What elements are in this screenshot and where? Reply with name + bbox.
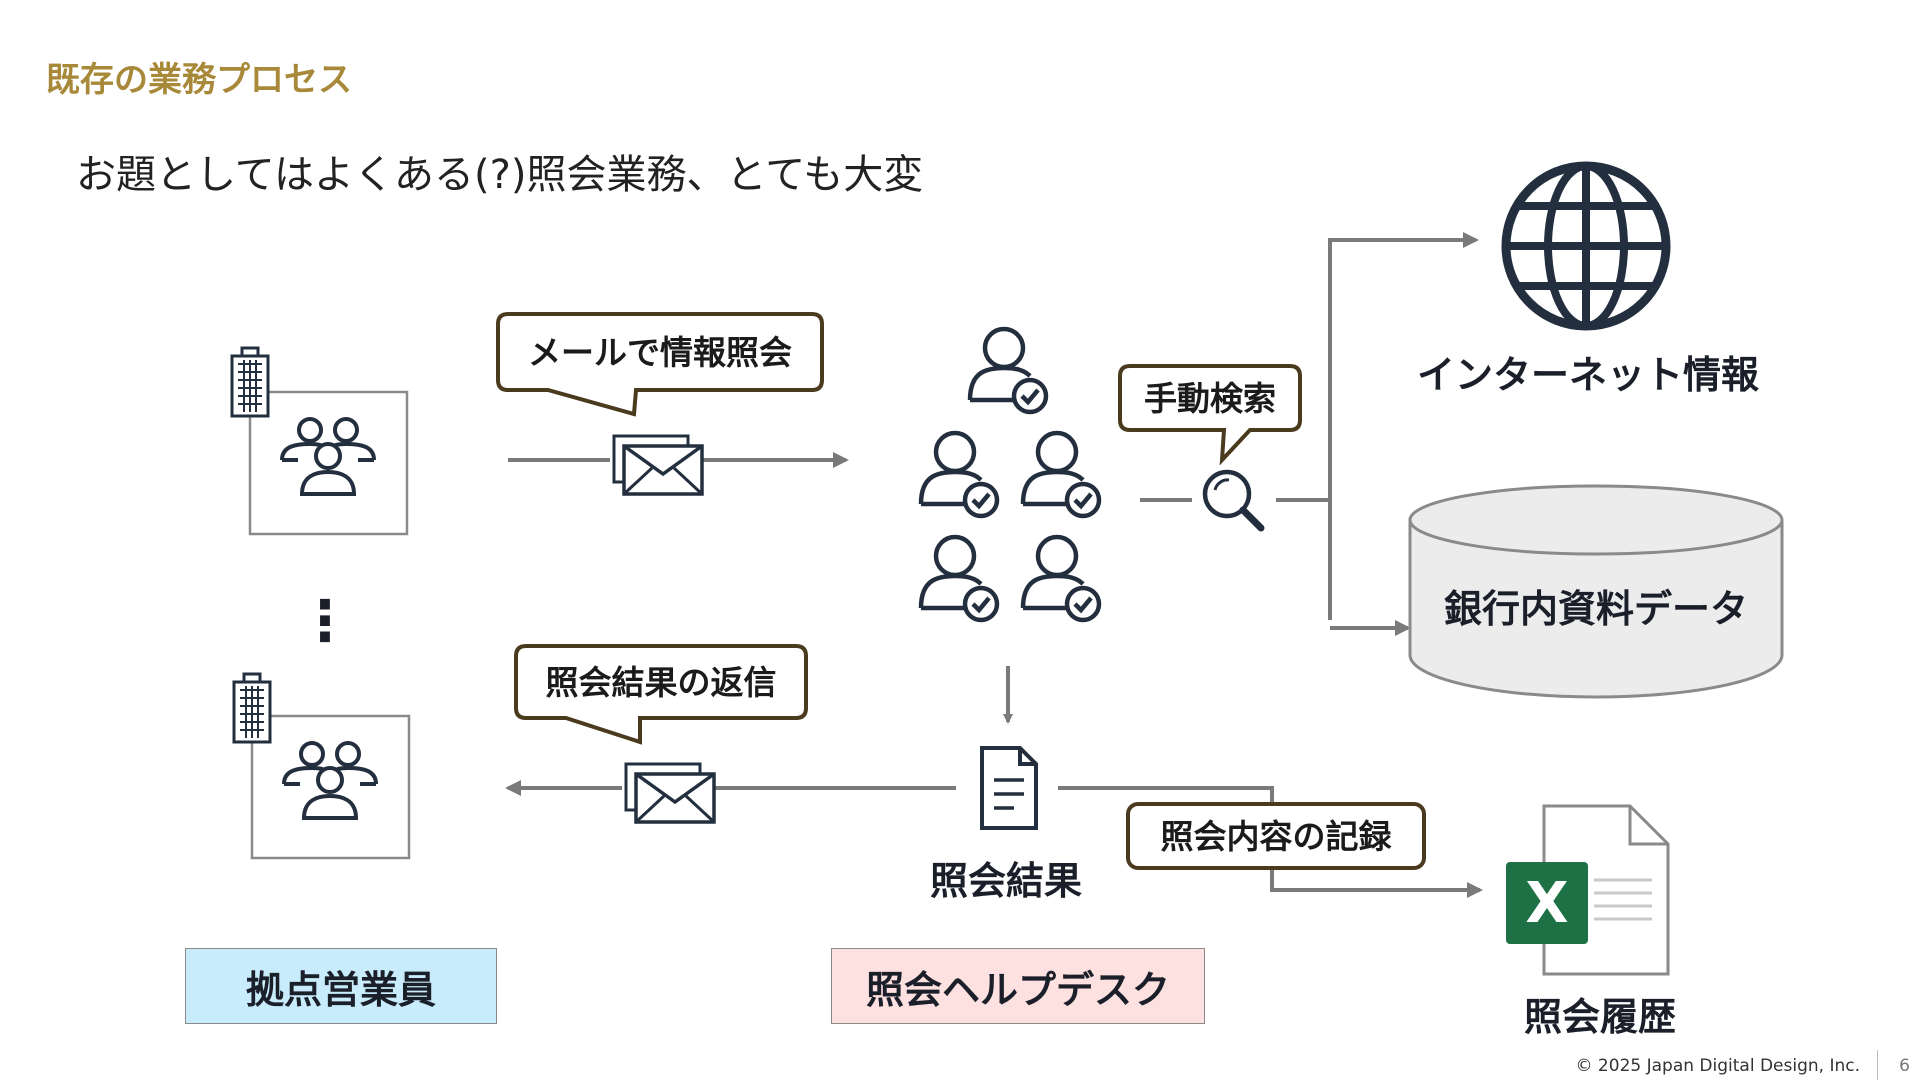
person-check-icon bbox=[1023, 433, 1099, 516]
mail-inquiry-flow bbox=[508, 434, 849, 496]
helpdesk-team bbox=[921, 329, 1099, 620]
bubble-record: 照会内容の記録 bbox=[1126, 802, 1426, 870]
building-icon bbox=[230, 346, 270, 418]
bubble-mail-inquiry: メールで情報照会 bbox=[496, 312, 824, 417]
globe-icon bbox=[1501, 161, 1671, 331]
role-sales-staff: 拠点営業員 bbox=[185, 948, 497, 1024]
magnifier-icon bbox=[1202, 469, 1265, 532]
internet-info-label: インターネット情報 bbox=[1417, 353, 1759, 397]
person-check-icon bbox=[921, 433, 997, 516]
reply-flow bbox=[505, 762, 956, 824]
building-icon bbox=[232, 672, 272, 744]
bubble-reply: 照会結果の返信 bbox=[514, 644, 808, 745]
bubble-reply-text: 照会結果の返信 bbox=[546, 663, 777, 702]
footer-divider bbox=[1877, 1050, 1878, 1080]
bubble-manual-search-text: 手動検索 bbox=[1144, 379, 1276, 418]
page-number: 6 bbox=[1899, 1056, 1910, 1076]
bubble-manual-search: 手動検索 bbox=[1118, 364, 1302, 466]
inquiry-result-label: 照会結果 bbox=[930, 859, 1082, 903]
ellipsis-marker: ⋮ bbox=[297, 589, 353, 654]
sales-office-top bbox=[230, 346, 409, 536]
bubble-record-text: 照会内容の記録 bbox=[1161, 817, 1393, 856]
document-icon bbox=[980, 746, 1038, 830]
manual-search-flow bbox=[1140, 232, 1479, 636]
person-check-icon bbox=[921, 537, 997, 620]
database-icon bbox=[1408, 484, 1784, 699]
person-check-icon bbox=[970, 329, 1046, 412]
envelope-icon bbox=[624, 762, 716, 824]
page-subtitle: お題としてはよくある(?)照会業務、とても大変 bbox=[76, 152, 924, 198]
person-check-icon bbox=[1023, 537, 1099, 620]
excel-letter: X bbox=[1525, 871, 1568, 936]
bank-data-label: 銀行内資料データ bbox=[1444, 587, 1748, 631]
role-helpdesk: 照会ヘルプデスク bbox=[831, 948, 1205, 1024]
envelope-icon bbox=[612, 434, 704, 496]
footer-copyright: © 2025 Japan Digital Design, Inc. bbox=[1575, 1056, 1860, 1076]
section-title: 既存の業務プロセス bbox=[46, 60, 352, 100]
excel-file-icon: X bbox=[1506, 804, 1670, 976]
sales-office-bottom bbox=[232, 672, 411, 860]
bubble-mail-inquiry-text: メールで情報照会 bbox=[528, 333, 792, 372]
inquiry-history-label: 照会履歴 bbox=[1524, 995, 1676, 1039]
